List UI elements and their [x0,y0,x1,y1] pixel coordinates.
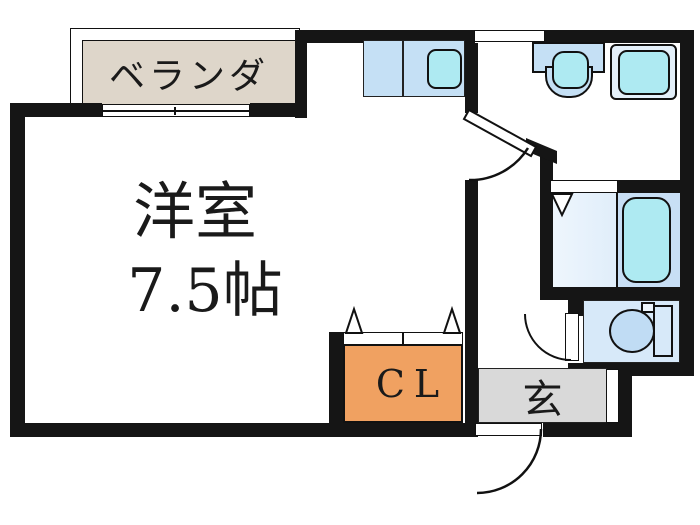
closet-door-track [343,332,463,345]
wall [10,423,477,437]
kitchen-counter [363,40,465,97]
wall [329,332,343,423]
main-room-name: 洋室 [132,175,257,248]
closet: CL [343,344,463,423]
kitchen-window [474,30,545,42]
room-door-leaf [462,108,538,158]
entrance-door-leaf [475,423,542,436]
wall [618,180,682,193]
entrance-door-swing-arc [476,428,543,495]
bathtub [622,197,671,283]
closet-door-divider [402,333,404,344]
balcony-window [102,104,250,117]
wall [540,287,694,300]
wall [465,43,478,113]
main-room-size: 7.5帖 [127,255,283,326]
washbasin [532,42,605,98]
wall [540,150,553,300]
balcony-label: ベランダ [108,55,269,97]
closet-label: CL [375,361,449,406]
bathroom [553,193,680,287]
wall [250,103,307,117]
wall [10,103,25,437]
kitchen-sink [427,49,462,89]
entrance-hall: 玄 [478,368,607,423]
toilet-room [583,300,680,363]
entrance-hall-label: 玄 [522,376,563,423]
window-rail [103,110,249,112]
wall [680,30,694,376]
wall [543,423,632,437]
counter-divider [402,41,404,96]
closet-door-triangle-right [442,305,462,334]
wall [465,180,478,437]
room-door-swing-arc [468,147,530,182]
toilet-tank [653,305,673,357]
wall [568,300,583,316]
wall [295,30,475,43]
bathroom-sliding-door [550,180,618,193]
wall [295,30,307,118]
toilet-door-leaf [565,313,579,361]
shoe-cabinet [606,369,619,423]
window-latch [174,107,176,115]
toilet-flush-button [641,302,655,313]
wall [10,103,102,117]
wall [545,30,694,43]
washbasin-bowl [552,51,589,89]
washing-machine-pan [610,44,677,100]
toilet-bowl [609,309,655,353]
balcony: ベランダ [82,40,296,105]
wall [619,363,632,437]
washing-machine-drum [618,50,670,95]
